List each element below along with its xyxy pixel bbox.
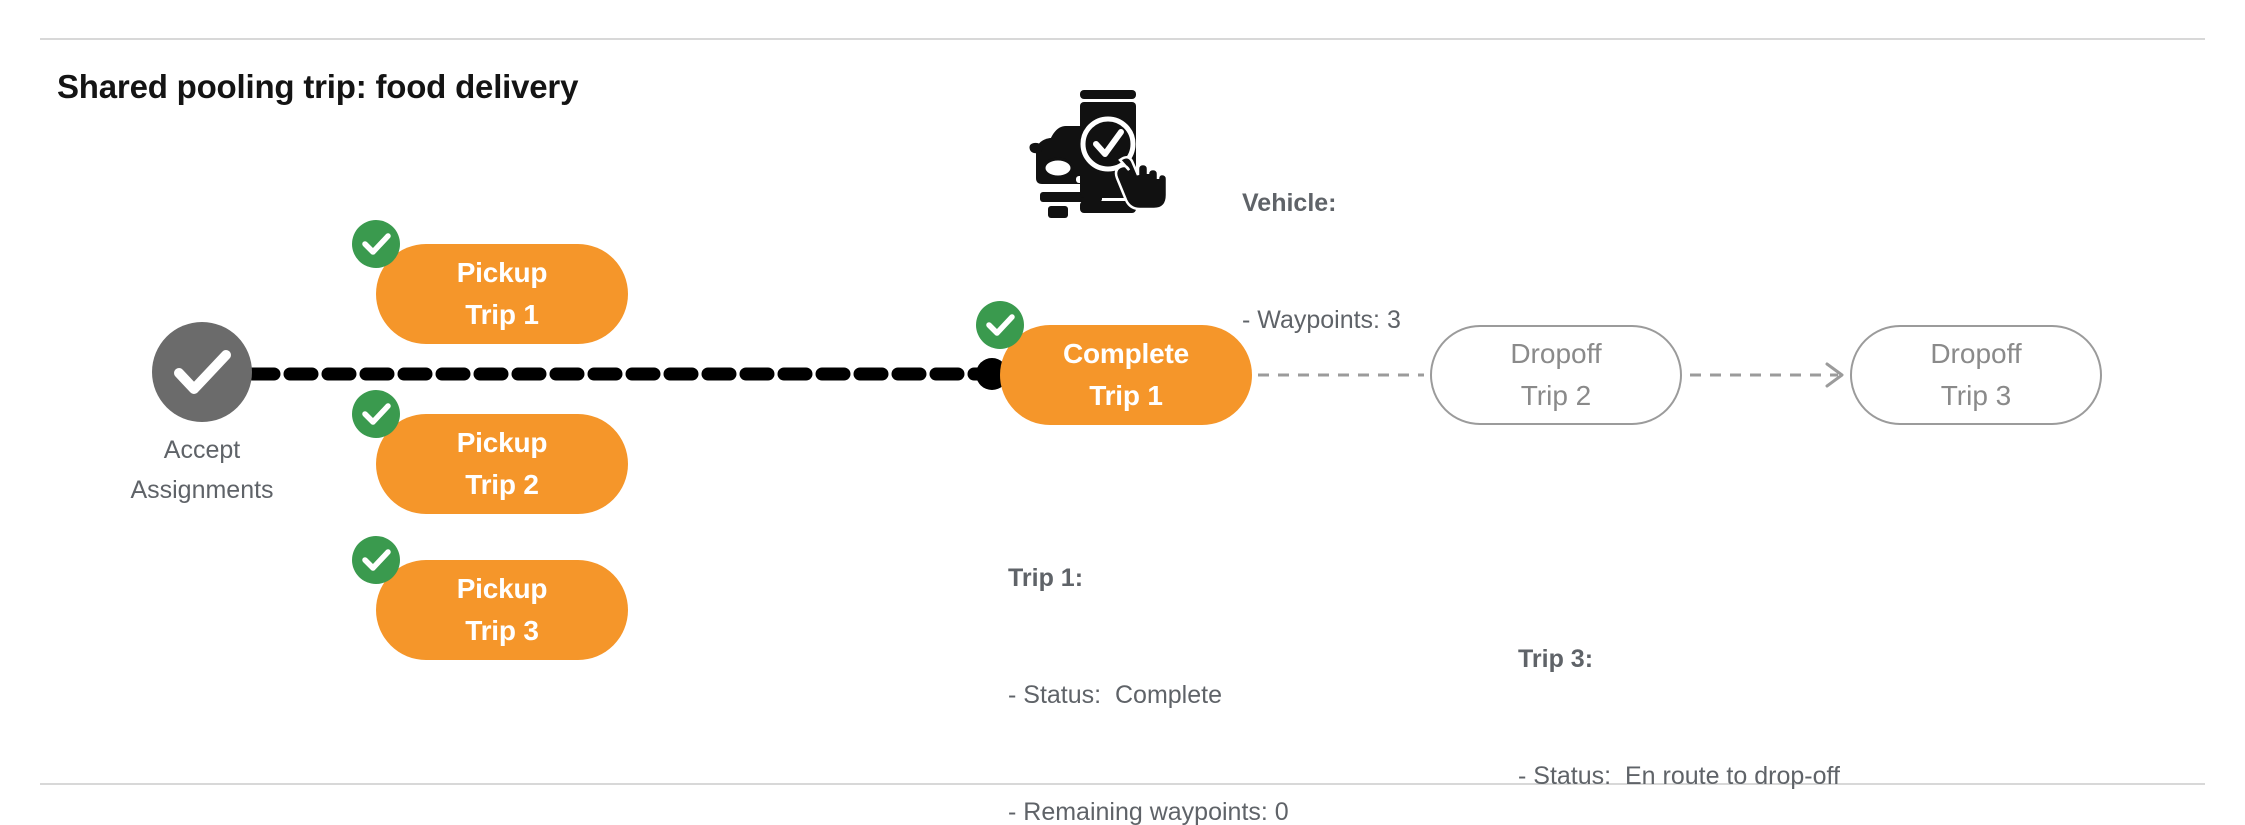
trip-info-left-block: Trip 1: - Status: Complete - Remaining w… [1008,481,1330,825]
trip3-heading-colon: : [1584,645,1594,673]
trip3-heading: Trip 3 [1518,645,1585,673]
top-divider [40,38,2205,40]
node-pickup-trip-1[interactable]: Pickup Trip 1 [352,220,628,344]
check-circle-icon [152,322,252,422]
vehicle-info-block: Vehicle: - Waypoints: 3 [1242,106,1401,418]
trip1-heading-colon: : [1074,564,1084,592]
car-phone-check-icon [1028,88,1169,218]
trip1-remaining-waypoints: - Remaining waypoints: 0 [1008,798,1289,825]
dropoff-3-line2: Trip 3 [1940,380,2012,411]
vehicle-info-heading-suffix: : [1328,189,1337,217]
pickup-3-line2: Trip 3 [465,615,539,646]
trip1-status: - Status: Complete [1008,681,1222,709]
trip-info-right-block: Trip 3: - Status: En route to drop-off -… [1518,562,1840,825]
check-badge-icon [352,390,400,438]
dropoff-3-line1: Dropoff [1930,338,2022,369]
trip3-status: - Status: En route to drop-off [1518,762,1840,790]
trip3-heading-row: Trip 3: [1518,640,1840,679]
check-badge-icon [352,220,400,268]
node-pickup-trip-3[interactable]: Pickup Trip 3 [352,536,628,660]
complete-1-line2: Trip 1 [1089,380,1163,411]
pickup-1-line2: Trip 1 [465,299,539,330]
node-pickup-trip-2[interactable]: Pickup Trip 2 [352,390,628,514]
trip1-heading-row: Trip 1: [1008,559,1330,598]
vehicle-info-heading-row: Vehicle: [1242,184,1401,223]
vehicle-info-heading: Vehicle [1242,189,1329,217]
pickup-1-line1: Pickup [456,257,548,288]
dropoff-2-line2: Trip 2 [1520,380,1592,411]
check-badge-icon [352,536,400,584]
arrowhead-icon [1825,362,1844,388]
node-accept-label: Accept Assignments [90,430,314,510]
pickup-3-line1: Pickup [456,573,548,604]
trip1-heading: Trip 1 [1008,564,1075,592]
accept-label-line2: Assignments [130,476,274,504]
vehicle-info-waypoints: - Waypoints: 3 [1242,306,1401,334]
accept-label-line1: Accept [163,436,241,464]
pickup-2-line1: Pickup [456,427,548,458]
pickup-2-line2: Trip 2 [465,469,539,500]
page-title: Shared pooling trip: food delivery [57,68,579,105]
check-badge-icon [976,301,1024,349]
bottom-divider [40,783,2205,785]
complete-1-line1: Complete [1063,338,1189,369]
dropoff-2-line1: Dropoff [1510,338,1602,369]
node-dropoff-trip-3[interactable]: Dropoff Trip 3 [1850,325,2102,425]
node-complete-trip-1[interactable]: Complete Trip 1 [976,301,1252,425]
node-dropoff-trip-2[interactable]: Dropoff Trip 2 [1430,325,1682,425]
node-accept-assignments[interactable]: Accept Assignments [130,322,274,504]
